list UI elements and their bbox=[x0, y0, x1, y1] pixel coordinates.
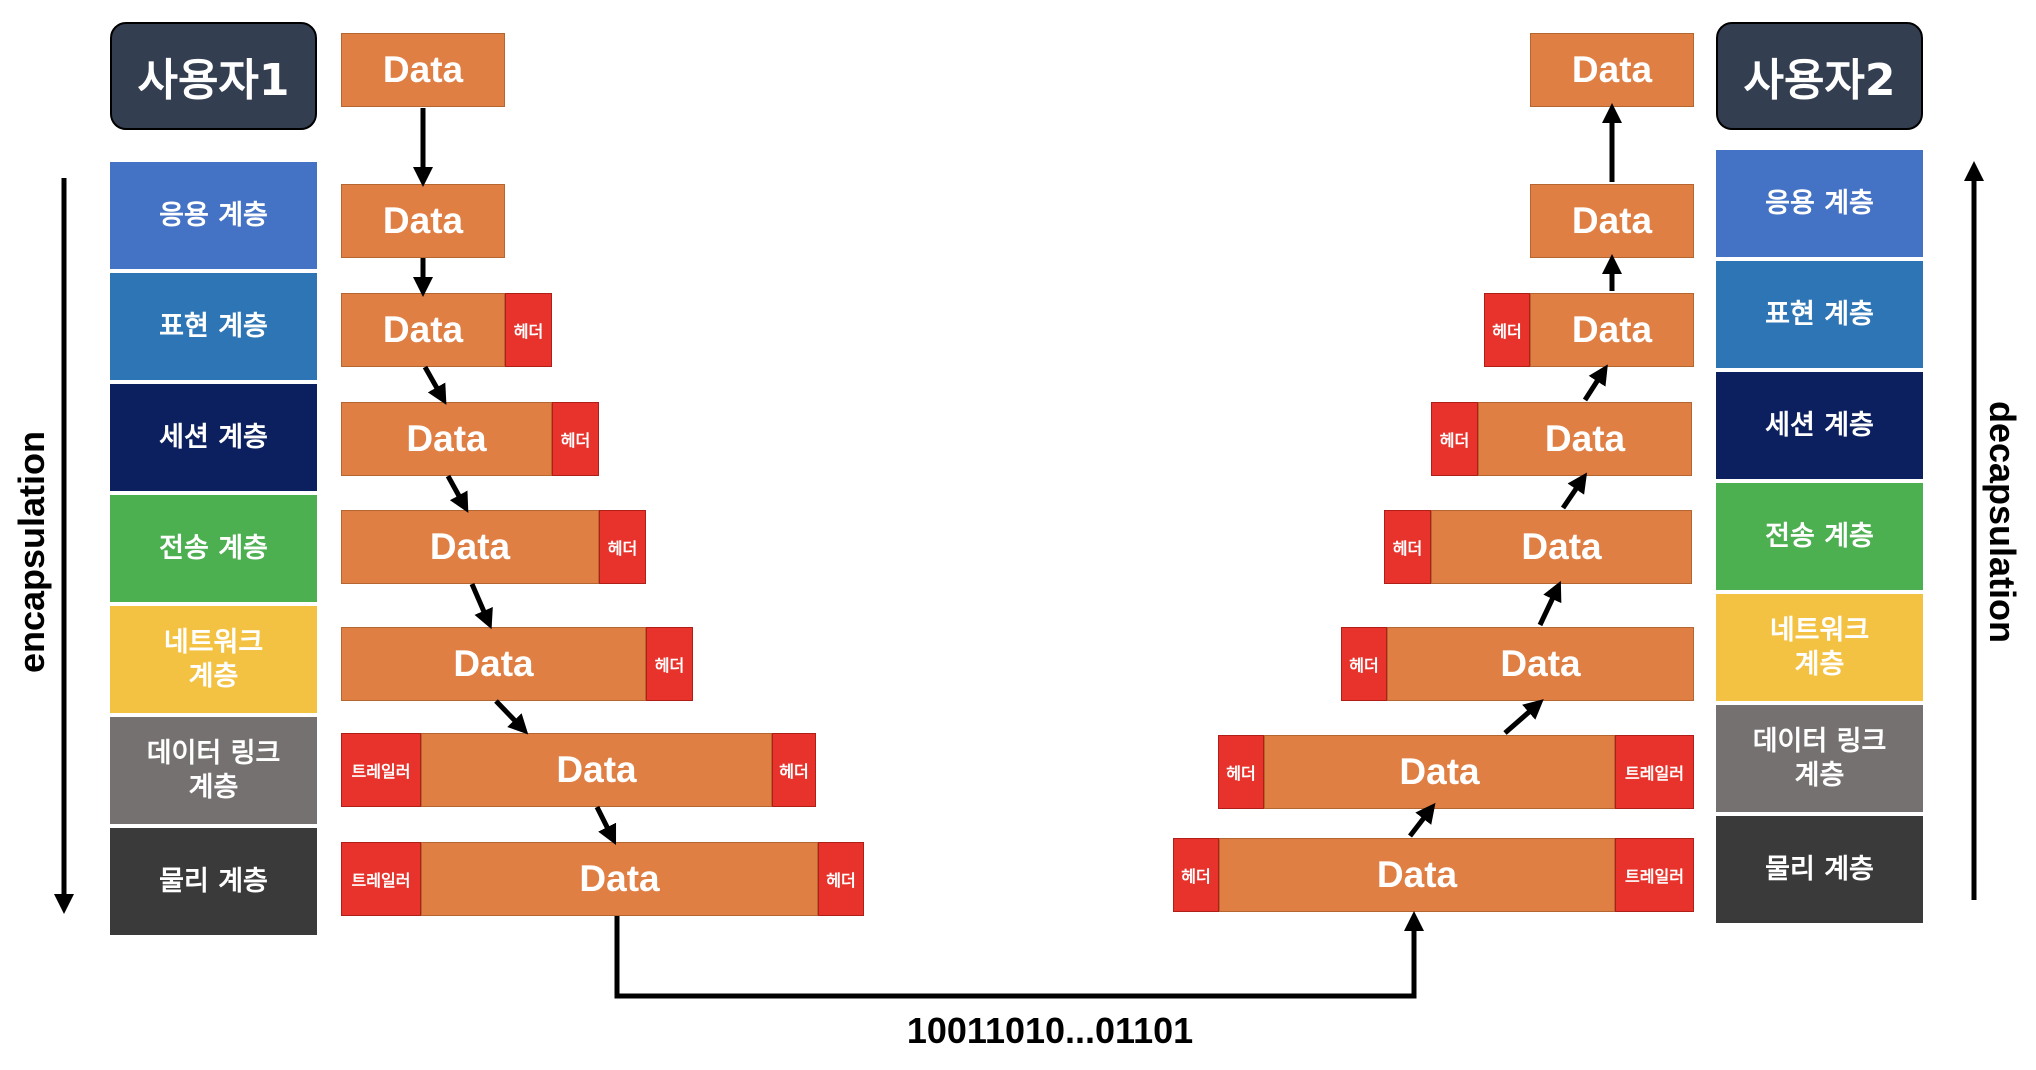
right-layer-presentation-label: 표현 계층 bbox=[1765, 298, 1874, 330]
user2-box: 사용자2 bbox=[1716, 22, 1923, 130]
left-layer-application-label: 응용 계층 bbox=[159, 199, 268, 231]
encap-step-arrow bbox=[594, 805, 617, 846]
header-block: 헤더 bbox=[1484, 293, 1530, 367]
trailer-block: 트레일러 bbox=[1615, 838, 1694, 912]
data-block: Data bbox=[1264, 735, 1615, 809]
header-block: 헤더 bbox=[646, 627, 693, 701]
left-layer-transport-label: 전송 계층 bbox=[159, 532, 268, 564]
left-layer-network: 네트워크 계층 bbox=[110, 606, 317, 713]
right-layer-network-label: 네트워크 계층 bbox=[1769, 614, 1870, 680]
right-layer-transport-label: 전송 계층 bbox=[1765, 520, 1874, 552]
left-layer-session: 세션 계층 bbox=[110, 384, 317, 491]
data-block: Data bbox=[1431, 510, 1692, 584]
decap-step-arrow bbox=[1582, 364, 1608, 402]
header-block: 헤더 bbox=[552, 402, 599, 476]
user1-label: 사용자1 bbox=[137, 55, 290, 106]
left-layer-physical: 물리 계층 bbox=[110, 828, 317, 935]
data-block: Data bbox=[341, 627, 646, 701]
header-block: 헤더 bbox=[1341, 627, 1387, 701]
header-block: 헤더 bbox=[1431, 402, 1478, 476]
user1-box: 사용자1 bbox=[110, 22, 317, 130]
right-layer-transport: 전송 계층 bbox=[1716, 483, 1923, 590]
data-block: Data bbox=[1530, 293, 1694, 367]
header-block: 헤더 bbox=[1384, 510, 1431, 584]
right-layer-datalink-label: 데이터 링크 계층 bbox=[1752, 725, 1887, 791]
data-block: Data bbox=[341, 510, 599, 584]
header-block: 헤더 bbox=[599, 510, 646, 584]
trailer-block: 트레일러 bbox=[341, 842, 421, 916]
left-layer-application: 응용 계층 bbox=[110, 162, 317, 269]
right-layer-session-label: 세션 계층 bbox=[1765, 409, 1874, 441]
data-block: Data bbox=[1478, 402, 1692, 476]
data-block: Data bbox=[1387, 627, 1694, 701]
header-block: 헤더 bbox=[1218, 735, 1264, 809]
data-block: Data bbox=[421, 733, 772, 807]
user2-label: 사용자2 bbox=[1743, 55, 1896, 106]
decap-step-arrow bbox=[1503, 699, 1544, 735]
right-layer-application-label: 응용 계층 bbox=[1765, 187, 1874, 219]
data-block: Data bbox=[341, 33, 505, 107]
decap-step-arrow bbox=[1537, 580, 1562, 627]
encap-step-arrow bbox=[469, 583, 493, 630]
right-layer-presentation: 표현 계층 bbox=[1716, 261, 1923, 368]
right-layer-session: 세션 계층 bbox=[1716, 372, 1923, 479]
data-block: Data bbox=[341, 184, 505, 258]
trailer-block: 트레일러 bbox=[1615, 735, 1694, 809]
left-layer-presentation-label: 표현 계층 bbox=[159, 310, 268, 342]
left-layer-session-label: 세션 계층 bbox=[159, 421, 268, 453]
encap-step-arrow bbox=[422, 365, 447, 405]
trailer-block: 트레일러 bbox=[341, 733, 421, 807]
header-block: 헤더 bbox=[818, 842, 864, 916]
data-block: Data bbox=[1219, 838, 1615, 912]
data-block: Data bbox=[341, 402, 552, 476]
left-layer-physical-label: 물리 계층 bbox=[159, 865, 268, 897]
left-layer-presentation: 표현 계층 bbox=[110, 273, 317, 380]
left-layer-transport: 전송 계층 bbox=[110, 495, 317, 602]
header-block: 헤더 bbox=[505, 293, 552, 367]
right-layer-network: 네트워크 계층 bbox=[1716, 594, 1923, 701]
decap-step-arrow bbox=[1560, 472, 1588, 510]
encap-step-arrow bbox=[445, 474, 469, 513]
data-block: Data bbox=[1530, 33, 1694, 107]
data-block: Data bbox=[341, 293, 505, 367]
right-layer-physical-label: 물리 계층 bbox=[1765, 853, 1874, 885]
left-layer-datalink-label: 데이터 링크 계층 bbox=[146, 737, 281, 803]
header-block: 헤더 bbox=[1173, 838, 1219, 912]
transmission-path bbox=[614, 911, 1424, 999]
right-layer-datalink: 데이터 링크 계층 bbox=[1716, 705, 1923, 812]
decap-step-arrow bbox=[1408, 802, 1436, 838]
bitstream-label: 10011010...01101 bbox=[906, 1010, 1194, 1051]
right-layer-physical: 물리 계층 bbox=[1716, 816, 1923, 923]
header-block: 헤더 bbox=[772, 733, 816, 807]
encap-step-arrow bbox=[494, 699, 529, 735]
left-layer-network-label: 네트워크 계층 bbox=[163, 626, 264, 692]
data-block: Data bbox=[421, 842, 818, 916]
right-layer-application: 응용 계층 bbox=[1716, 150, 1923, 257]
left-layer-datalink: 데이터 링크 계층 bbox=[110, 717, 317, 824]
